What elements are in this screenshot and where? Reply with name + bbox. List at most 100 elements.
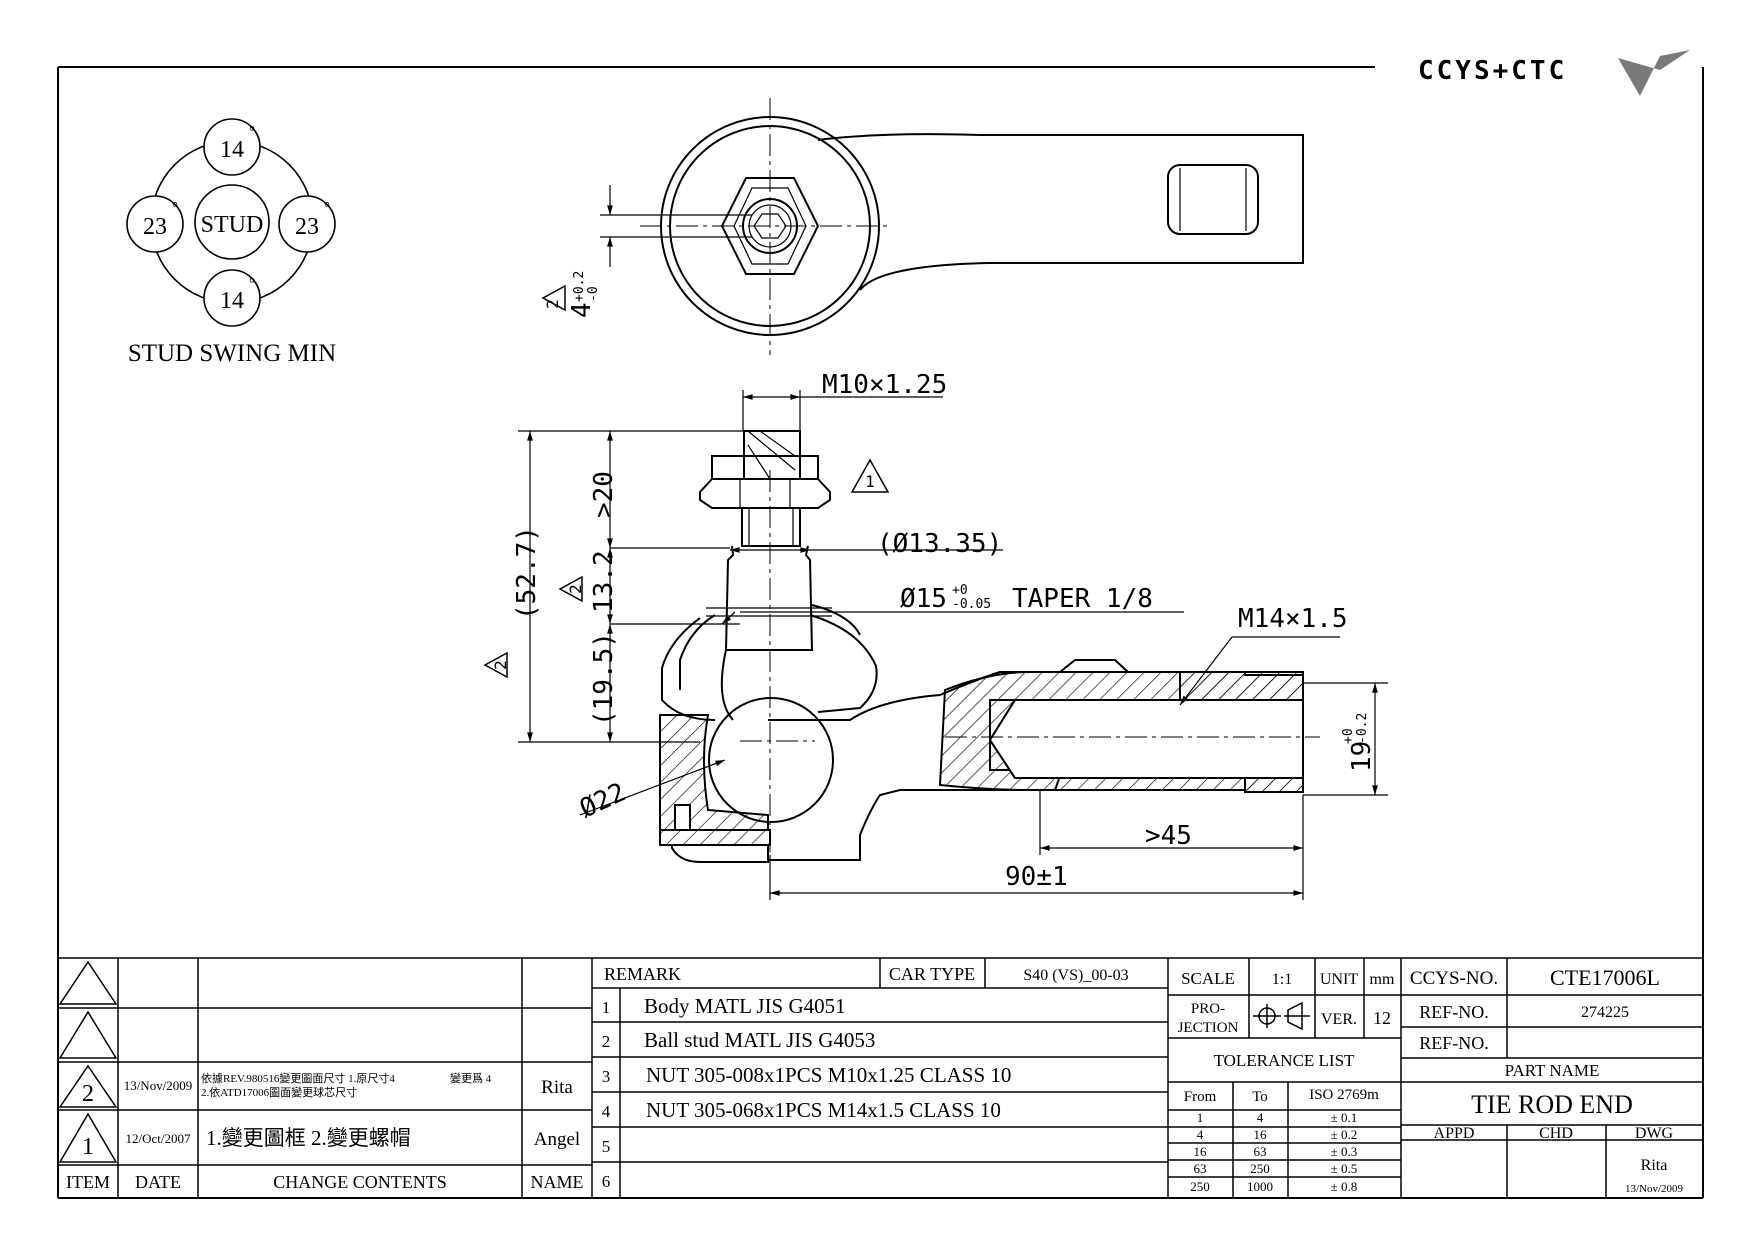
dim-overall-height: (52.7) <box>512 526 542 620</box>
ref-no-value-1: 274225 <box>1581 1004 1629 1021</box>
dim-lower-height: (19.5) <box>589 632 619 726</box>
remark-label: REMARK <box>604 964 681 984</box>
tolerance-to: 1000 <box>1247 1179 1273 1194</box>
rev-flag-2: 2 <box>566 584 585 594</box>
car-type-value: S40 (VS)_00-03 <box>1023 967 1128 984</box>
shank-section <box>938 671 1304 793</box>
tolerance-to: 16 <box>1254 1127 1268 1142</box>
remark-row-no: 1 <box>602 998 611 1017</box>
rev-flag-2: 2 <box>491 660 510 670</box>
rev-date: 13/Nov/2009 <box>124 1078 193 1093</box>
tolerance-to: 4 <box>1257 1110 1264 1125</box>
title-block-grid <box>58 957 1703 1198</box>
swing-left-value: 23 <box>143 214 167 240</box>
sheet-frame <box>57 66 1704 1199</box>
svg-text:CCYS+CTC: CCYS+CTC <box>1418 56 1567 86</box>
remark-row-no: 6 <box>602 1172 611 1191</box>
scale-value: 1:1 <box>1272 971 1292 988</box>
rev-name: Rita <box>541 1077 573 1098</box>
tolerance-header-from: From <box>1184 1089 1217 1105</box>
remark-row-text: Ball stud MATL JIS G4053 <box>644 1028 875 1052</box>
remark-row-text: NUT 305-008x1PCS M10x1.25 CLASS 10 <box>646 1063 1011 1087</box>
dim-taper-ratio: TAPER 1/8 <box>1012 584 1153 614</box>
stud-swing-diagram <box>126 118 336 327</box>
version-label: VER. <box>1321 1011 1357 1028</box>
rev-header-name: NAME <box>531 1172 584 1192</box>
tolerance-from: 63 <box>1194 1161 1207 1176</box>
remark-row-no: 2 <box>602 1032 611 1051</box>
rev-flag-2: 2 <box>543 299 562 309</box>
rev-date: 12/Oct/2007 <box>126 1131 191 1146</box>
degree-symbol: ° <box>249 276 255 292</box>
part-name-label: PART NAME <box>1505 1061 1600 1080</box>
projection-label-1: PRO- <box>1191 1001 1225 1017</box>
dim-taper-minus: -0.05 <box>952 597 991 612</box>
tolerance-value: ± 0.3 <box>1331 1144 1358 1159</box>
dust-boot <box>661 604 878 721</box>
top-view-dimension <box>541 185 752 312</box>
dwg-label: DWG <box>1635 1125 1674 1142</box>
rev-header-date: DATE <box>135 1172 181 1192</box>
dim-thread-length: >45 <box>1145 821 1192 851</box>
tolerance-value: ± 0.2 <box>1331 1127 1358 1142</box>
part-name-value: TIE ROD END <box>1471 1090 1633 1119</box>
remark-row-no: 5 <box>602 1137 611 1156</box>
appd-label: APPD <box>1434 1125 1475 1142</box>
dim-taper-diameter: Ø15 <box>900 584 947 614</box>
dim-stud-thread: M10×1.25 <box>822 370 947 400</box>
tolerance-from: 4 <box>1197 1127 1204 1142</box>
dim-bore-plus: +0 <box>1341 728 1356 744</box>
front-view-dimensions <box>483 390 1388 900</box>
rev-item: 2 <box>82 1081 94 1107</box>
tolerance-from: 16 <box>1194 1144 1208 1159</box>
rev-flag-1: 1 <box>865 472 875 491</box>
rev-contents: 1.變更圖框 2.變更螺帽 <box>206 1126 411 1150</box>
drawn-date: 13/Nov/2009 <box>1625 1183 1684 1195</box>
tolerance-to: 250 <box>1250 1161 1270 1176</box>
dim-bore-diameter: 19 <box>1347 741 1377 772</box>
stud-nut <box>699 430 831 547</box>
front-view-centerlines <box>740 470 1320 865</box>
version-value: 12 <box>1373 1008 1391 1028</box>
swing-top-value: 14 <box>220 137 244 163</box>
rev-contents-line1b: 變更爲 4 <box>450 1071 492 1085</box>
ref-no-label-1: REF-NO. <box>1419 1002 1489 1022</box>
housing-section <box>659 714 771 863</box>
tolerance-to: 63 <box>1254 1144 1267 1159</box>
dim-taper-plus: +0 <box>952 583 968 598</box>
swing-caption: STUD SWING MIN <box>128 340 336 367</box>
dim-body-thread: M14×1.5 <box>1238 604 1348 634</box>
unit-label: UNIT <box>1320 971 1358 988</box>
rev-contents-line2: 2.依ATD17006圖面變更球芯尺寸 <box>201 1085 357 1099</box>
top-view-centerlines <box>640 98 890 355</box>
degree-symbol: ° <box>249 124 255 140</box>
remark-row-no: 3 <box>602 1067 611 1086</box>
unit-value: mm <box>1370 971 1395 988</box>
rev-header-item: ITEM <box>66 1172 110 1192</box>
company-logo: CCYS+CTC <box>1418 50 1690 96</box>
dim-total-length: 90±1 <box>1005 862 1068 892</box>
swing-bottom-value: 14 <box>220 288 244 314</box>
degree-symbol: ° <box>172 200 178 216</box>
remark-row-text: Body MATL JIS G4051 <box>644 994 846 1018</box>
revision-markers <box>58 960 1310 1163</box>
ccys-no-label: CCYS-NO. <box>1410 968 1498 989</box>
tolerance-from: 1 <box>1197 1110 1204 1125</box>
dim-top-tolerance-minus: -0 <box>586 286 601 302</box>
dim-ball-diameter: Ø22 <box>575 777 630 824</box>
swing-right-value: 23 <box>295 214 319 240</box>
dim-top-tolerance-plus: +0.2 <box>572 271 587 302</box>
dim-top-tolerance: 4 <box>567 302 597 318</box>
tolerance-from: 250 <box>1190 1179 1210 1194</box>
tolerance-value: ± 0.1 <box>1331 1110 1358 1125</box>
ref-no-label-2: REF-NO. <box>1419 1033 1489 1053</box>
tolerance-title: TOLERANCE LIST <box>1214 1051 1355 1070</box>
rev-header-contents: CHANGE CONTENTS <box>273 1172 447 1192</box>
rev-item: 1 <box>82 1134 94 1160</box>
logo-emblem-icon <box>1618 50 1690 96</box>
ccys-no-value: CTE17006L <box>1550 965 1660 990</box>
tolerance-header-iso: ISO 2769m <box>1309 1087 1379 1103</box>
tolerance-value: ± 0.5 <box>1331 1161 1358 1176</box>
chd-label: CHD <box>1539 1125 1573 1142</box>
projection-label-2: JECTION <box>1178 1020 1239 1036</box>
